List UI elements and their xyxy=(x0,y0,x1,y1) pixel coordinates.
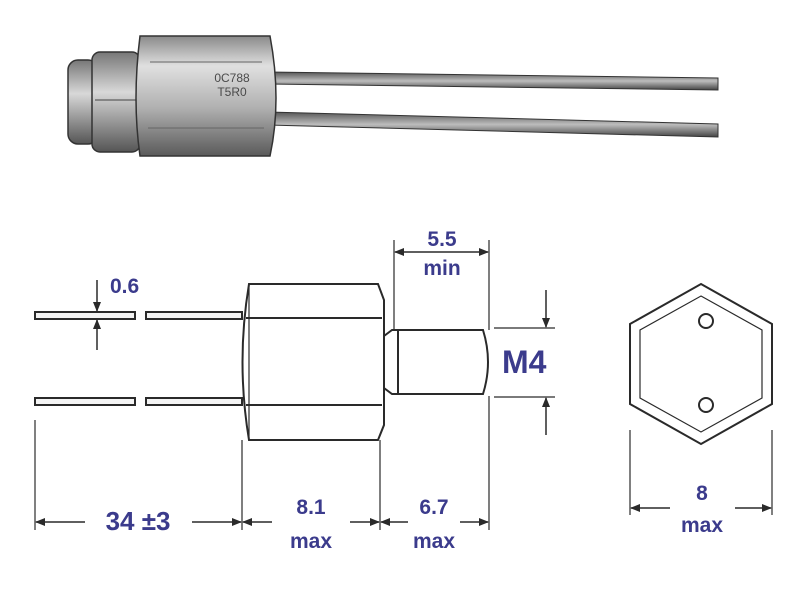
hex-length-value: 8.1 xyxy=(296,496,326,519)
stud-length-qualifier: max xyxy=(413,530,455,553)
wire-diameter-label: 0.6 xyxy=(110,275,139,298)
dimension-labels: 0.6 5.5 min M4 34 ±3 8.1 max 6.7 max 8 m… xyxy=(106,228,724,553)
hex-length-qualifier: max xyxy=(290,530,332,553)
side-view-leads xyxy=(34,311,243,406)
photo-marking-line2: T5R0 xyxy=(217,85,247,99)
side-view-stud xyxy=(383,329,489,395)
end-view-pin-bottom xyxy=(698,397,714,413)
stud-length-value: 6.7 xyxy=(419,496,448,519)
photo-body xyxy=(135,35,277,157)
end-view xyxy=(629,282,773,446)
photo-nut xyxy=(67,51,141,153)
photo-marking-line1: 0C788 xyxy=(214,71,250,85)
photo-leads xyxy=(267,71,719,138)
end-view-hexagon-inner xyxy=(639,295,763,433)
end-view-pin-top xyxy=(698,313,714,329)
thread-length-value: 5.5 xyxy=(427,228,457,251)
thread-length-qualifier: min xyxy=(423,257,460,280)
dimension-arrows xyxy=(35,248,772,526)
hex-width-value: 8 xyxy=(696,482,708,505)
hex-width-qualifier: max xyxy=(681,514,723,537)
sensor-photo: 0C788 T5R0 xyxy=(67,35,719,157)
thread-size-label: M4 xyxy=(502,344,547,380)
side-view xyxy=(34,240,773,530)
end-view-hexagon xyxy=(629,282,773,446)
side-view-hex-body xyxy=(241,283,385,441)
lead-length-label: 34 ±3 xyxy=(106,506,171,536)
